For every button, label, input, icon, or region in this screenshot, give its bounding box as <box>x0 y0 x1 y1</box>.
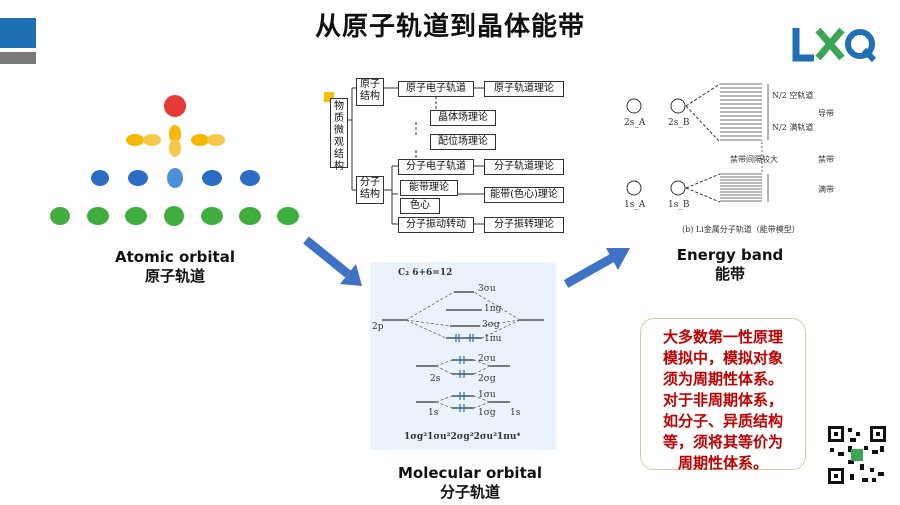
mo-config: 1σg²1σu²2σg²2σu²1πu⁴ <box>404 432 521 442</box>
arrow-atomic-to-molecular <box>300 232 370 292</box>
tree-ligand-field: 配位场理论 <box>430 134 496 150</box>
band-full-orbitals: N/2 满轨道 <box>772 123 814 132</box>
mo-label-2su: 2σu <box>478 354 496 364</box>
mo-label-2p: 2p <box>372 322 384 332</box>
band-gap-large: 禁带间隔较大 <box>730 155 778 164</box>
note-line-2: 模拟中，模拟对象 <box>662 349 783 367</box>
periodic-system-note: 大多数第一性原理 模拟中，模拟对象 须为周期性体系。 对于非周期体系， 如分子、… <box>640 318 806 472</box>
mo-label-1sg: 1σg <box>478 408 496 418</box>
tree-atom-structure: 原子结构 <box>356 78 384 106</box>
mo-label-2s: 2s <box>430 374 441 384</box>
atomic-caption-zh: 原子轨道 <box>144 267 205 285</box>
mo-label-1pg: 1πg <box>484 304 502 314</box>
lxq-logo <box>790 18 880 68</box>
molecular-caption-zh: 分子轨道 <box>439 483 500 501</box>
note-line-7: 周期性体系。 <box>677 454 768 472</box>
structure-tree: 物质微观结构 原子结构 原子电子轨道 原子轨道理论 晶体场理论 配位场理论 分子… <box>318 70 583 242</box>
band-conduction: 导带 <box>818 109 834 118</box>
energy-caption-en: Energy band <box>676 246 784 264</box>
tree-atomic-orbital-theory: 原子轨道理论 <box>484 81 564 97</box>
mo-label-1s-left: 1s <box>428 408 439 418</box>
mo-label-3sg: 3σg <box>482 320 500 330</box>
molecular-caption: Molecular orbital 分子轨道 <box>380 464 560 502</box>
note-line-1: 大多数第一性原理 <box>662 328 783 346</box>
band-forbidden: 禁带 <box>818 155 834 164</box>
energy-caption: Energy band 能带 <box>655 246 805 284</box>
tree-root: 物质微观结构 <box>330 98 348 172</box>
atomic-caption: Atomic orbital 原子轨道 <box>95 248 255 286</box>
tree-band-theory: 能带理论 <box>400 180 458 196</box>
band-label-1sb: 1s_B <box>668 200 690 210</box>
tree-molecular-e-orbital: 分子电子轨道 <box>398 159 474 175</box>
band-label-1sa: 1s_A <box>624 200 646 210</box>
band-figure-caption: (b) Li金属分子轨道（能带模型） <box>682 225 800 234</box>
mo-label-1su: 1σu <box>478 390 496 400</box>
tree-atomic-e-orbital: 原子电子轨道 <box>398 81 474 97</box>
energy-band-diagram: 2s_A 2s_B 1s_A 1s_B N/2 空轨道 N/2 满轨道 禁带间隔… <box>612 76 862 241</box>
mo-label-3su: 3σu <box>478 284 496 294</box>
mo-label-1pu: 1πu <box>484 334 502 344</box>
molecular-orbital-diagram: C₂ 6+6=12 <box>370 262 556 450</box>
energy-caption-zh: 能带 <box>714 265 745 283</box>
corner-gray-bar <box>0 52 36 64</box>
note-line-6: 等，须将其等价为 <box>662 433 783 451</box>
band-label-2sa: 2s_A <box>624 118 646 128</box>
band-empty-orbitals: N/2 空轨道 <box>772 91 814 100</box>
slide-title: 从原子轨道到晶体能带 <box>314 12 585 42</box>
band-label-2sb: 2s_B <box>668 118 690 128</box>
tree-molecular-orbital-theory: 分子轨道理论 <box>484 159 564 175</box>
tree-band-color-theory: 能带(色心)理论 <box>484 187 564 203</box>
tree-mol-vibration: 分子振动转动 <box>398 217 474 233</box>
note-line-4: 对于非周期体系， <box>662 391 783 409</box>
tree-mol-vib-theory: 分子振转理论 <box>484 217 564 233</box>
corner-blue-bar <box>0 18 36 48</box>
note-line-5: 如分子、异质结构 <box>662 412 783 430</box>
tree-molecular-structure: 分子结构 <box>356 176 384 204</box>
qr-code <box>826 424 888 486</box>
molecular-caption-en: Molecular orbital <box>397 464 543 482</box>
mo-label-2sg: 2σg <box>478 374 496 384</box>
band-valence: 满带 <box>818 185 834 194</box>
atomic-orbital-image <box>40 88 320 233</box>
tree-crystal-field: 晶体场理论 <box>430 110 496 126</box>
mo-header: C₂ 6+6=12 <box>398 268 453 278</box>
note-line-3: 须为周期性体系。 <box>662 370 783 388</box>
tree-color-center: 色心 <box>400 198 440 214</box>
atomic-caption-en: Atomic orbital <box>115 248 235 266</box>
arrow-molecular-to-band <box>560 240 635 290</box>
mo-label-1s-right: 1s <box>510 408 521 418</box>
